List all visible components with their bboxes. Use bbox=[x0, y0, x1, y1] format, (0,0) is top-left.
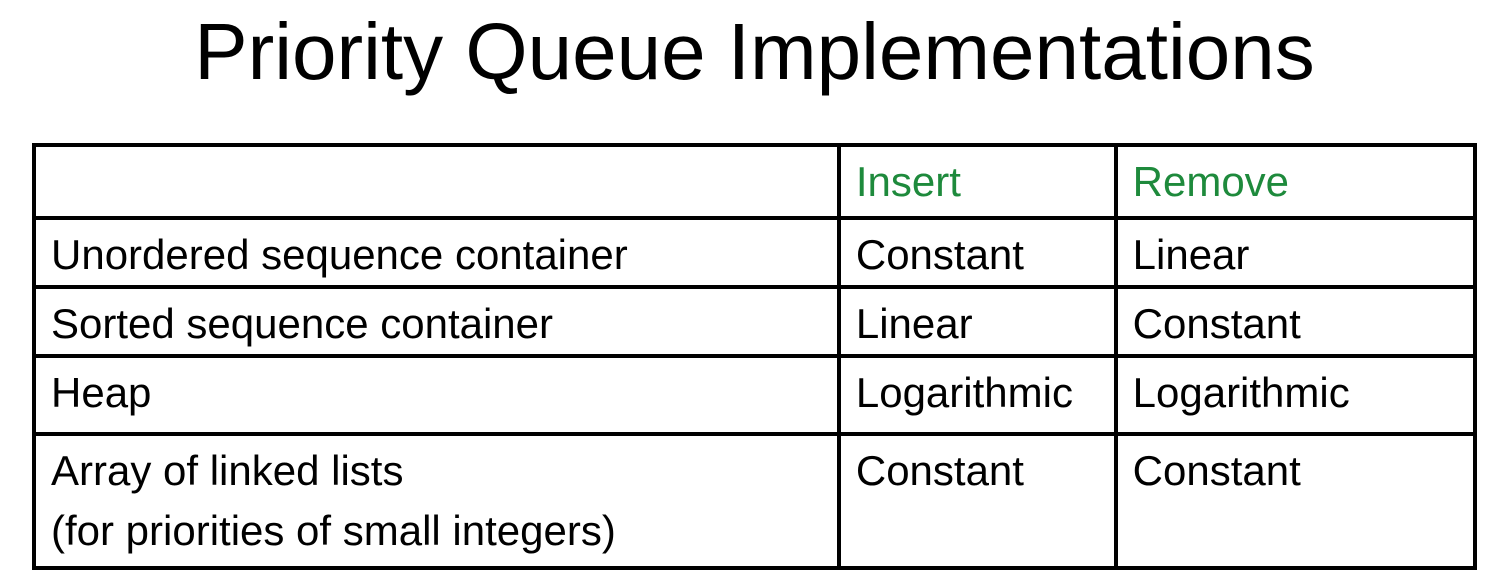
row-insert-value: Linear bbox=[855, 300, 973, 347]
complexity-table: Insert Remove Unordered sequence contain… bbox=[32, 143, 1478, 570]
row-name: Array of linked lists bbox=[51, 447, 404, 494]
header-label-insert: Insert bbox=[855, 158, 961, 205]
row-remove-cell: Constant bbox=[1113, 432, 1478, 570]
table-header-row: Insert Remove bbox=[32, 143, 1478, 220]
header-cell-remove: Remove bbox=[1113, 143, 1478, 220]
table-row: Array of linked lists (for priorities of… bbox=[32, 432, 1478, 570]
row-name: Unordered sequence container bbox=[51, 231, 628, 278]
row-name: Sorted sequence container bbox=[51, 300, 554, 347]
row-remove-cell: Linear bbox=[1113, 216, 1478, 289]
row-insert-value: Constant bbox=[855, 231, 1024, 278]
table-row: Unordered sequence container Constant Li… bbox=[32, 216, 1478, 289]
row-name-note: (for priorities of small integers) bbox=[51, 507, 616, 554]
header-cell-insert: Insert bbox=[836, 143, 1118, 220]
page-title: Priority Queue Implementations bbox=[194, 7, 1315, 96]
row-name-cell: Heap bbox=[32, 354, 841, 436]
header-cell-name bbox=[32, 143, 841, 220]
row-insert-cell: Constant bbox=[836, 216, 1118, 289]
row-remove-value: Logarithmic bbox=[1132, 369, 1350, 416]
row-name-cell: Array of linked lists (for priorities of… bbox=[32, 432, 841, 570]
table-row: Sorted sequence container Linear Constan… bbox=[32, 285, 1478, 358]
row-name: Heap bbox=[51, 369, 152, 416]
row-insert-cell: Linear bbox=[836, 285, 1118, 358]
table-row: Heap Logarithmic Logarithmic bbox=[32, 354, 1478, 436]
row-remove-cell: Logarithmic bbox=[1113, 354, 1478, 436]
row-insert-cell: Logarithmic bbox=[836, 354, 1118, 436]
row-name-cell: Sorted sequence container bbox=[32, 285, 841, 358]
row-remove-value: Constant bbox=[1132, 300, 1301, 347]
row-insert-cell: Constant bbox=[836, 432, 1118, 570]
row-remove-cell: Constant bbox=[1113, 285, 1478, 358]
row-insert-value: Constant bbox=[855, 447, 1024, 494]
header-label-remove: Remove bbox=[1132, 158, 1290, 205]
row-insert-value: Logarithmic bbox=[855, 369, 1073, 416]
row-remove-value: Linear bbox=[1132, 231, 1250, 278]
row-name-cell: Unordered sequence container bbox=[32, 216, 841, 289]
row-remove-value: Constant bbox=[1132, 447, 1301, 494]
